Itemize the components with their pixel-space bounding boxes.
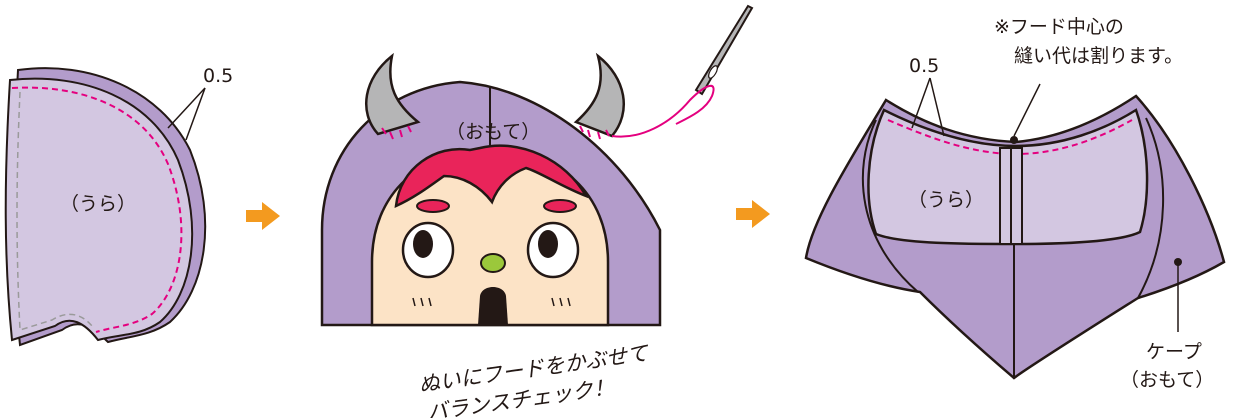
step1-seam-allowance: 0.5: [203, 65, 233, 87]
handwritten-note: ぬいにフードをかぶせて バランスチェック！: [417, 341, 651, 418]
step3-inner-label: （うら）: [908, 189, 984, 211]
step3-center-note-line1: ※フード中心の: [994, 16, 1124, 38]
cape-label-line2: （おもて）: [1120, 369, 1214, 391]
arrow-right-icon: [736, 200, 770, 228]
sewing-needle-icon: [694, 4, 754, 96]
cape-label-line1: ケープ: [1146, 341, 1202, 363]
step2-doll-with-hood: （おもて）: [320, 4, 754, 327]
step3-seam-allowance: 0.5: [909, 55, 939, 77]
step1-side-label: （うら）: [60, 193, 136, 215]
horn-left: [364, 52, 421, 140]
step1-hood-piece: 0.5 （うら）: [4, 65, 233, 347]
horn-right: [573, 52, 625, 140]
arrow-right-icon: [246, 202, 280, 230]
step3-center-note-line2: 縫い代は割ります。: [1014, 45, 1183, 67]
step3-hood-and-cape: 0.5 ※フード中心の 縫い代は割ります。 （うら） ケープ （おもて）: [804, 16, 1226, 391]
step2-side-label: （おもて）: [446, 121, 540, 143]
